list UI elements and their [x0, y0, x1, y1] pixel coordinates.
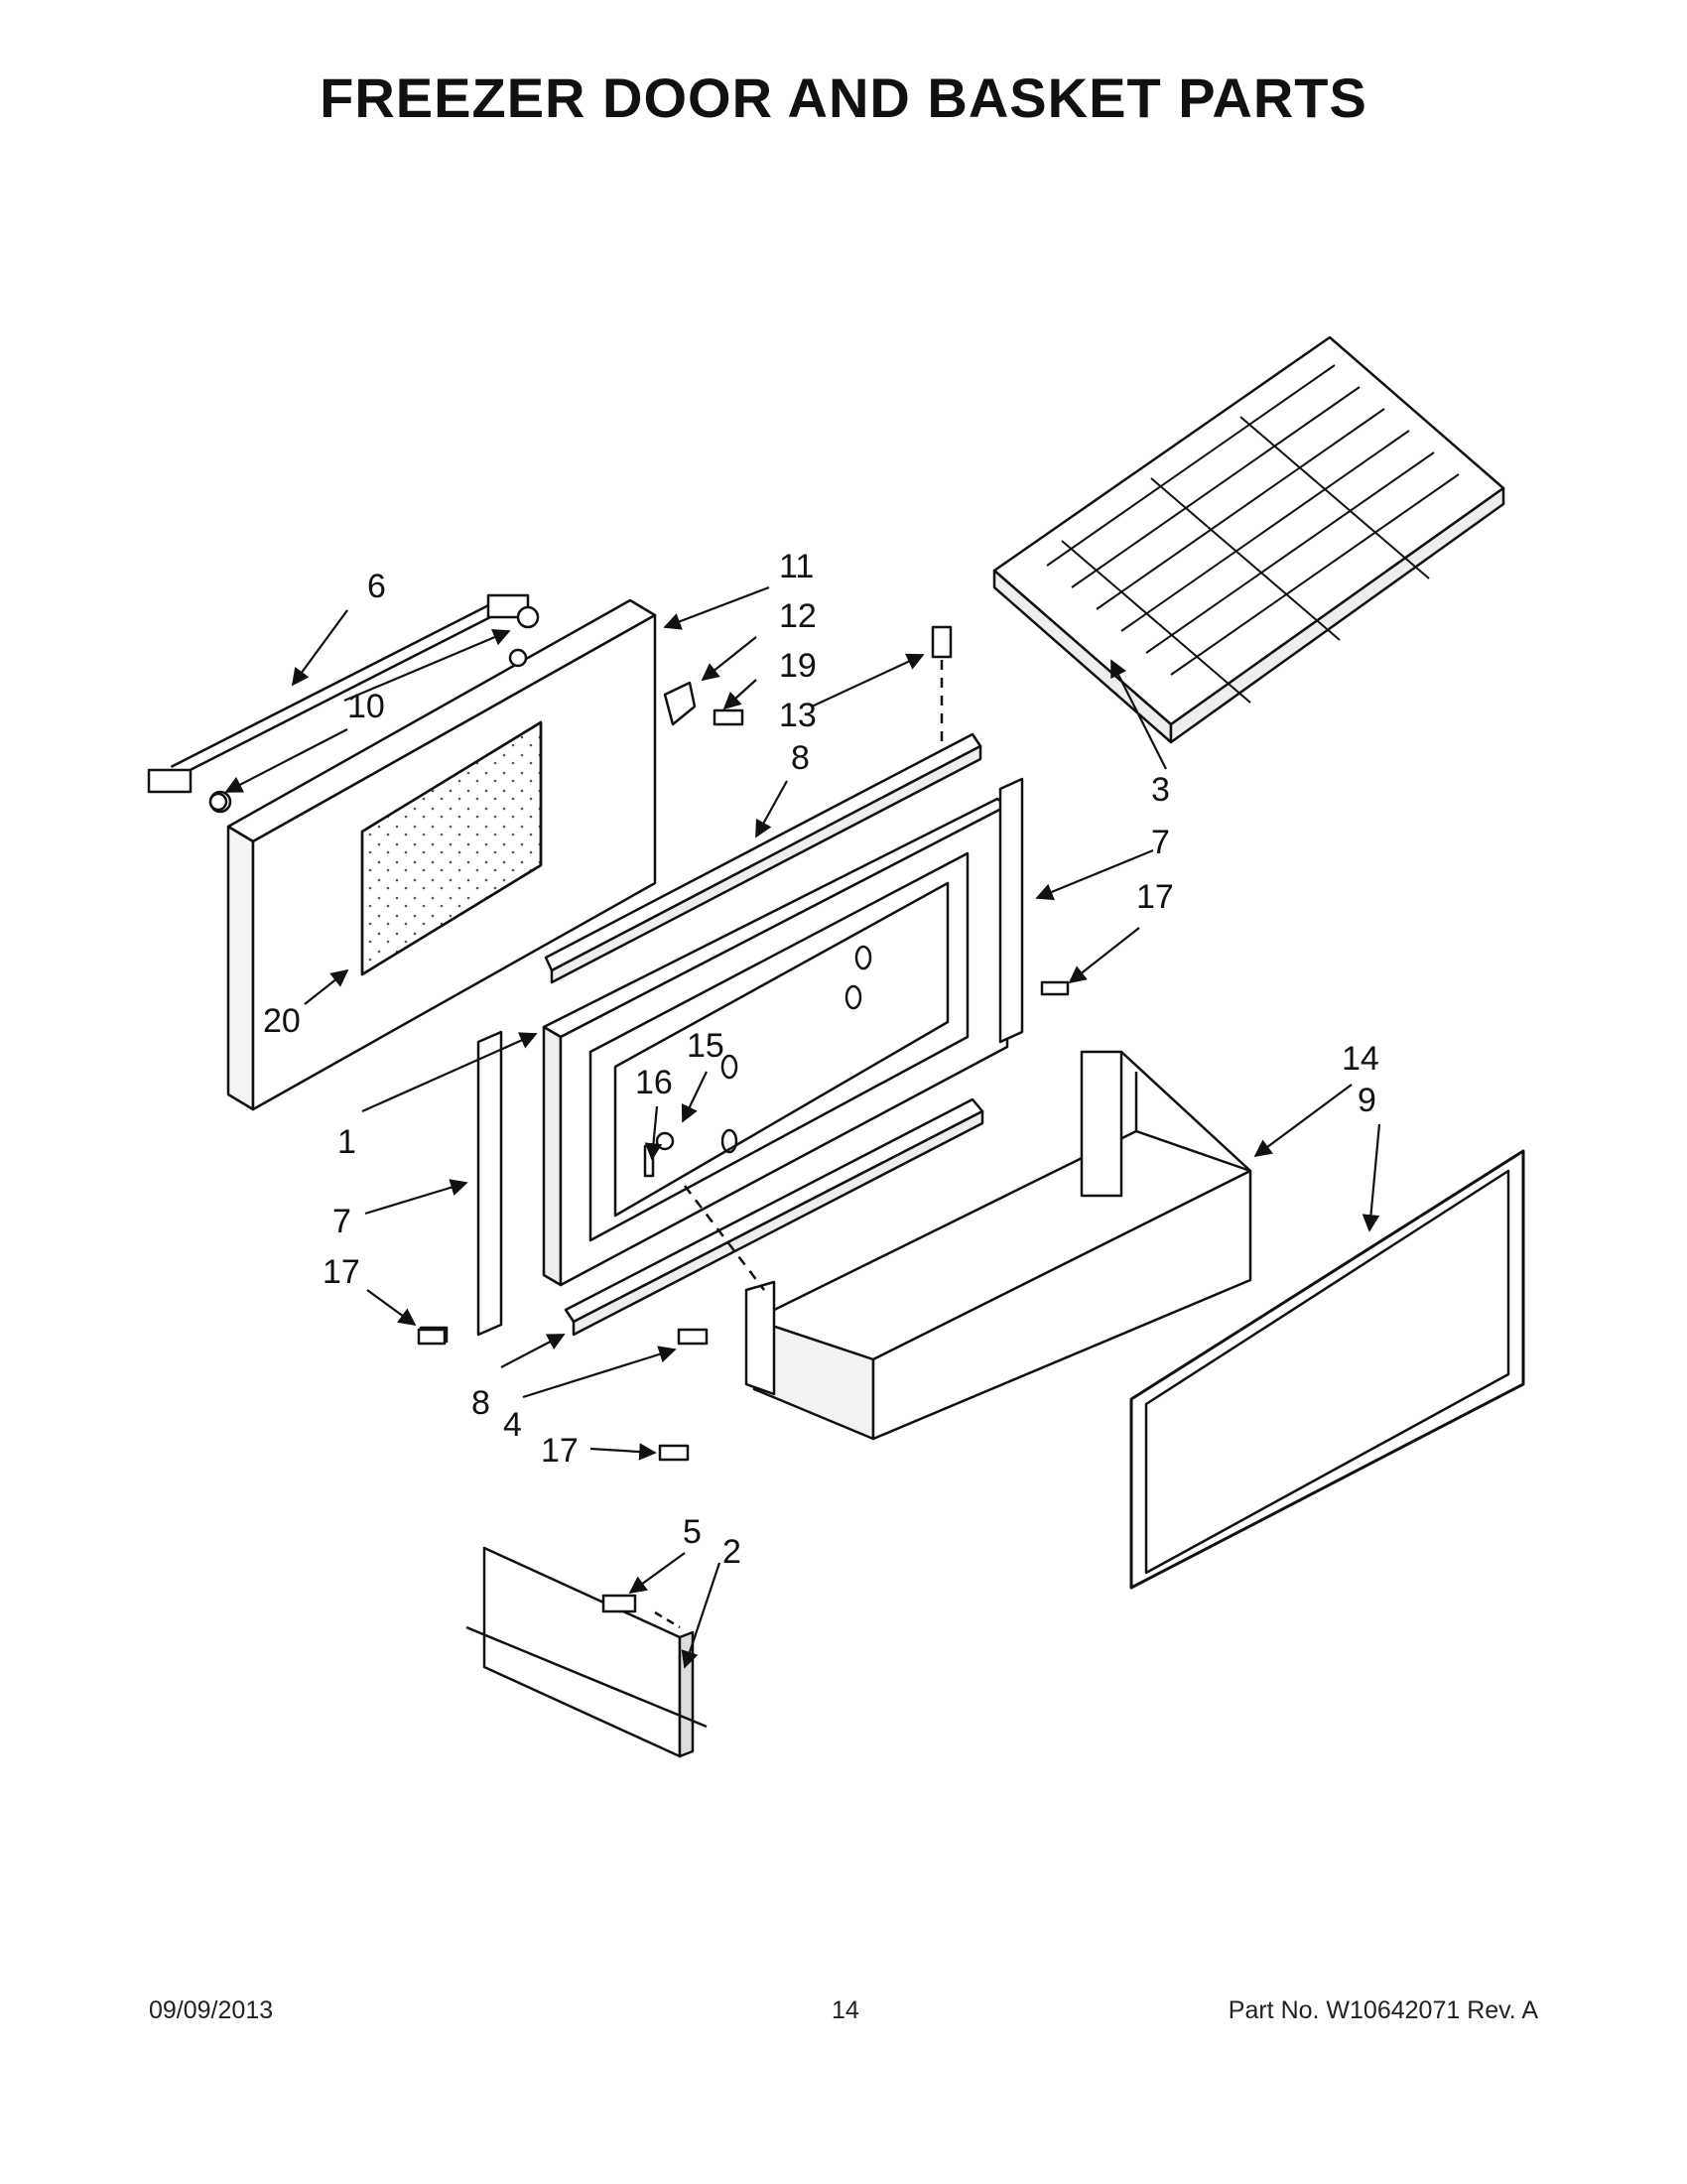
- shelf-rack: [992, 335, 1505, 744]
- callout-7-left: 7: [332, 1203, 351, 1240]
- callout-20: 20: [263, 1002, 301, 1040]
- callout-14: 14: [1342, 1040, 1379, 1078]
- callout-5: 5: [683, 1513, 702, 1551]
- callout-9: 9: [1358, 1082, 1376, 1119]
- callout-8-bottom: 8: [471, 1384, 490, 1422]
- callout-1: 1: [337, 1123, 356, 1161]
- hinge-bracket: [663, 625, 953, 754]
- footer-date: 09/09/2013: [149, 1996, 274, 2024]
- leader-lines: [224, 585, 1381, 1669]
- inner-door-liner: [542, 797, 1009, 1287]
- callout-8-top: 8: [791, 739, 810, 777]
- callout-4: 4: [503, 1406, 522, 1444]
- lower-trim-strip: [564, 1097, 984, 1337]
- footer-part-number: Part No. W10642071 Rev. A: [1228, 1996, 1538, 2024]
- callout-10: 10: [347, 688, 385, 725]
- callout-labels: 6 11 12 19 13 10 8 3 7 17 20 15 16 14 9 …: [263, 548, 1379, 1571]
- callout-15: 15: [687, 1027, 724, 1065]
- basket-frame: [684, 1050, 1252, 1441]
- door-gasket: [1129, 1149, 1525, 1590]
- callout-2: 2: [722, 1533, 741, 1571]
- callout-7-right: 7: [1151, 824, 1170, 861]
- callout-11: 11: [779, 548, 814, 585]
- upper-trim-strip: [544, 732, 982, 984]
- callout-17-left: 17: [323, 1253, 360, 1291]
- page-title: FREEZER DOOR AND BASKET PARTS: [320, 66, 1367, 129]
- callout-13: 13: [779, 697, 817, 734]
- right-side-strip: [998, 777, 1070, 1044]
- callout-17-bottom: 17: [541, 1432, 579, 1470]
- footer-page-number: 14: [832, 1996, 859, 2024]
- callout-3: 3: [1151, 771, 1170, 809]
- callout-17-right: 17: [1136, 878, 1174, 916]
- basket-front-panel: [465, 1546, 708, 1758]
- door-outer-panel: [226, 598, 657, 1111]
- callout-19: 19: [779, 647, 817, 685]
- callout-12: 12: [779, 597, 817, 635]
- callout-6: 6: [367, 568, 386, 605]
- callout-16: 16: [635, 1064, 673, 1101]
- left-side-strip: [419, 1030, 503, 1344]
